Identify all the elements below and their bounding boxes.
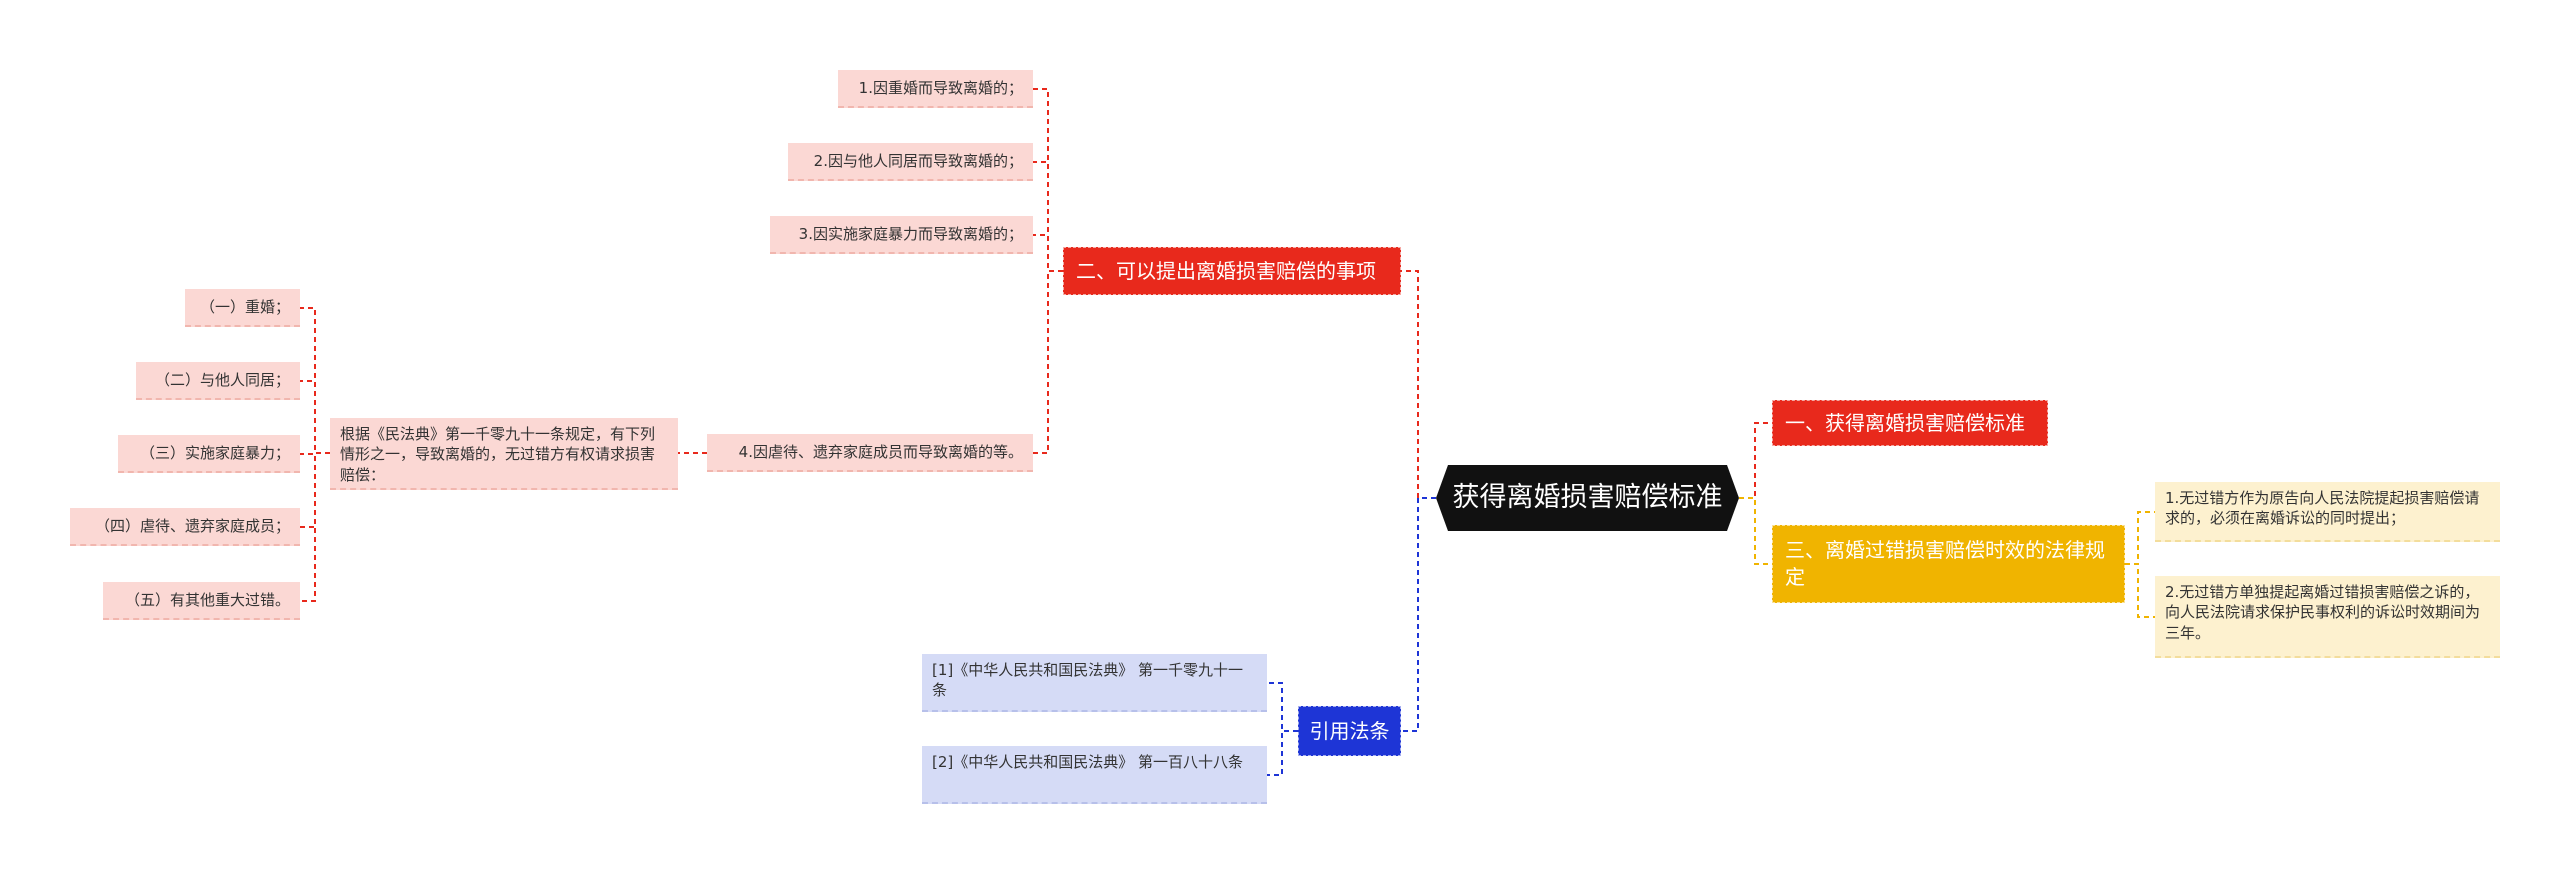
connector-citation-2: [1267, 730, 1298, 776]
matters-item-2[interactable]: 2.因与他人同居而导致离婚的；: [788, 143, 1033, 181]
limitation-item-1-text: 1.无过错方作为原告向人民法院提起损害赔偿请求的，必须在离婚诉讼的同时提出；: [2165, 489, 2480, 528]
branch-limitation[interactable]: 三、离婚过错损害赔偿时效的法律规定: [1772, 525, 2125, 603]
connector-root-limitation: [1739, 497, 1772, 565]
connector-limitation-item-2: [2125, 563, 2155, 618]
circumstance-2[interactable]: （二）与他人同居；: [136, 362, 300, 400]
circumstance-4-text: （四）虐待、遗弃家庭成员；: [94, 516, 290, 535]
connector-matters-item-1: [1033, 88, 1063, 272]
connector-citation-1: [1267, 682, 1298, 732]
root-topic-label: 获得离婚损害赔偿标准: [1452, 481, 1723, 513]
limitation-item-1[interactable]: 1.无过错方作为原告向人民法院提起损害赔偿请求的，必须在离婚诉讼的同时提出；: [2155, 482, 2500, 542]
branch-citations[interactable]: 引用法条: [1298, 706, 1401, 756]
citation-2[interactable]: [2]《中华人民共和国民法典》 第一百八十八条: [922, 746, 1267, 804]
branch-limitation-label: 三、离婚过错损害赔偿时效的法律规定: [1785, 538, 2105, 589]
citation-2-text: [2]《中华人民共和国民法典》 第一百八十八条: [932, 753, 1244, 771]
circumstance-1-text: （一）重婚；: [199, 297, 290, 316]
matters-item-2-text: 2.因与他人同居而导致离婚的；: [813, 151, 1023, 170]
matters-item-1[interactable]: 1.因重婚而导致离婚的；: [838, 70, 1033, 108]
circumstance-5-text: （五）有其他重大过错。: [124, 590, 290, 609]
matters-item-1-text: 1.因重婚而导致离婚的；: [858, 78, 1023, 97]
matters-item-4-text: 4.因虐待、遗弃家庭成员而导致离婚的等。: [738, 442, 1023, 461]
branch-citations-label: 引用法条: [1309, 718, 1390, 743]
connector-matters-item-4: [1033, 270, 1063, 454]
connector-circumstance-4: [300, 452, 330, 528]
limitation-item-2[interactable]: 2.无过错方单独提起离婚过错损害赔偿之诉的，向人民法院请求保护民事权利的诉讼时效…: [2155, 576, 2500, 658]
root-topic[interactable]: 获得离婚损害赔偿标准: [1436, 465, 1739, 531]
circumstance-2-text: （二）与他人同居；: [154, 370, 290, 389]
circumstance-3-text: （三）实施家庭暴力；: [139, 443, 290, 462]
matters-item-4[interactable]: 4.因虐待、遗弃家庭成员而导致离婚的等。: [707, 434, 1033, 472]
matters-item-3[interactable]: 3.因实施家庭暴力而导致离婚的；: [770, 216, 1033, 254]
citation-1[interactable]: [1]《中华人民共和国民法典》 第一千零九十一条: [922, 654, 1267, 712]
branch-matters[interactable]: 二、可以提出离婚损害赔偿的事项: [1063, 247, 1401, 295]
civil-code-note[interactable]: 根据《民法典》第一千零九十一条规定，有下列情形之一，导致离婚的，无过错方有权请求…: [330, 418, 678, 490]
branch-matters-label: 二、可以提出离婚损害赔偿的事项: [1076, 258, 1376, 283]
circumstance-1[interactable]: （一）重婚；: [185, 289, 300, 327]
connector-circumstance-2: [300, 380, 330, 454]
civil-code-note-text: 根据《民法典》第一千零九十一条规定，有下列情形之一，导致离婚的，无过错方有权请求…: [340, 425, 656, 484]
connector-matters-item-3: [1033, 234, 1063, 272]
limitation-item-2-text: 2.无过错方单独提起离婚过错损害赔偿之诉的，向人民法院请求保护民事权利的诉讼时效…: [2165, 583, 2481, 642]
circumstance-5[interactable]: （五）有其他重大过错。: [103, 582, 300, 620]
matters-item-3-text: 3.因实施家庭暴力而导致离婚的；: [798, 224, 1023, 243]
branch-standard-label: 一、获得离婚损害赔偿标准: [1785, 410, 2025, 435]
connector-root-standard: [1739, 422, 1772, 499]
branch-standard[interactable]: 一、获得离婚损害赔偿标准: [1772, 400, 2048, 446]
connector-limitation-item-1: [2125, 511, 2155, 565]
circumstance-4[interactable]: （四）虐待、遗弃家庭成员；: [70, 508, 300, 546]
connector-root-matters: [1401, 270, 1436, 499]
circumstance-3[interactable]: （三）实施家庭暴力；: [118, 435, 300, 473]
citation-1-text: [1]《中华人民共和国民法典》 第一千零九十一条: [932, 661, 1244, 700]
connector-root-citations: [1401, 497, 1436, 732]
